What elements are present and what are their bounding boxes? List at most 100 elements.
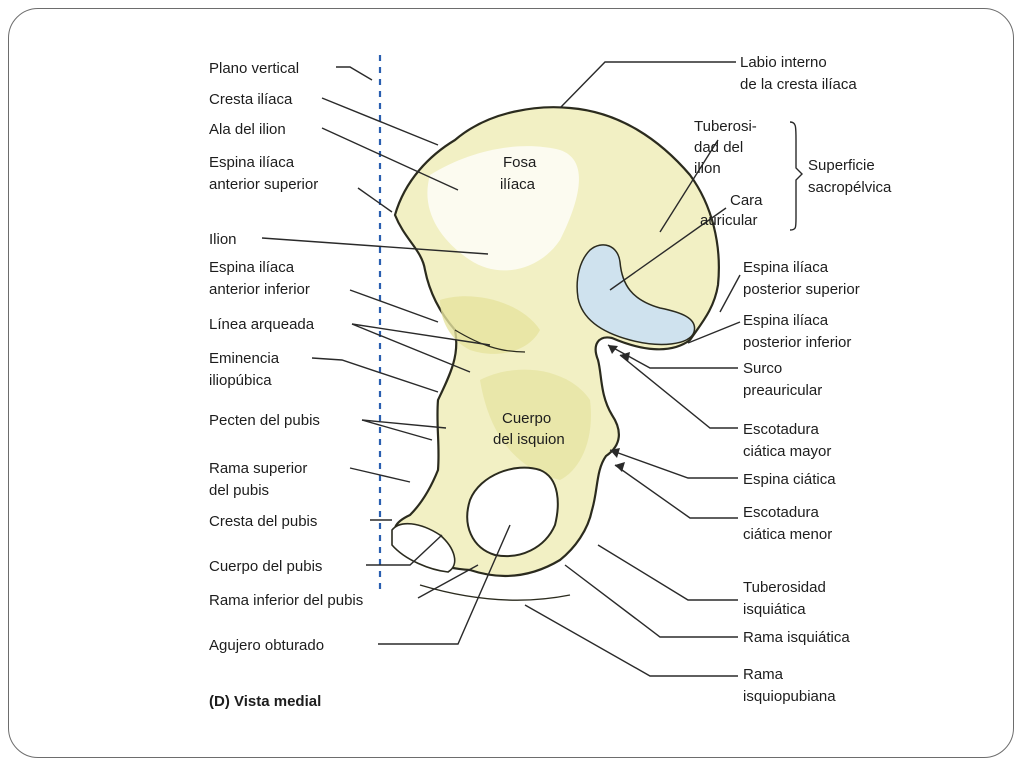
- svg-text:Eminencia: Eminencia: [209, 350, 280, 367]
- svg-text:ilion: ilion: [694, 160, 721, 177]
- svg-text:Espina ilíaca: Espina ilíaca: [743, 259, 829, 276]
- svg-text:Espina ilíaca: Espina ilíaca: [209, 259, 295, 276]
- svg-text:(D) Vista medial: (D) Vista medial: [209, 693, 321, 710]
- label-rama-isquiopubiana-1: Rama: [743, 666, 784, 683]
- label-surco-2: preauricular: [743, 382, 822, 399]
- labels-inner: Tuberosi- dad del ilion Cara auricular F…: [493, 118, 763, 448]
- diagram-caption: (D) Vista medial: [209, 693, 321, 710]
- arcuate-line: [454, 329, 526, 353]
- label-labio-2: de la cresta ilíaca: [740, 76, 857, 93]
- svg-text:isquiática: isquiática: [743, 601, 806, 618]
- labels-right: Labio interno de la cresta ilíaca Superf…: [740, 54, 892, 705]
- svg-text:isquiopubiana: isquiopubiana: [743, 688, 836, 705]
- svg-text:Cresta del pubis: Cresta del pubis: [209, 513, 317, 530]
- label-eips-1: Espina ilíaca: [743, 259, 829, 276]
- label-tuberosidad-ilion-2: dad del: [694, 139, 743, 156]
- pubic-body-face: [391, 522, 456, 573]
- svg-text:Espina ciática: Espina ciática: [743, 471, 836, 488]
- label-ala-ilion: Ala del ilion: [209, 121, 286, 138]
- svg-text:Espina ilíaca: Espina ilíaca: [209, 154, 295, 171]
- svg-text:posterior inferior: posterior inferior: [743, 334, 851, 351]
- label-superficie-2: sacropélvica: [808, 179, 892, 196]
- obturator-foramen: [466, 466, 559, 558]
- label-pecten: Pecten del pubis: [209, 412, 320, 429]
- label-eiai-2: anterior inferior: [209, 281, 310, 298]
- label-cuerpo-isquion-1: Cuerpo: [502, 410, 551, 427]
- label-agujero: Agujero obturado: [209, 637, 324, 654]
- label-eminencia-1: Eminencia: [209, 350, 280, 367]
- svg-text:ilíaca: ilíaca: [500, 176, 536, 193]
- svg-text:Cresta ilíaca: Cresta ilíaca: [209, 91, 293, 108]
- svg-text:Fosa: Fosa: [503, 154, 537, 171]
- svg-text:Rama inferior del pubis: Rama inferior del pubis: [209, 592, 363, 609]
- label-surco-1: Surco: [743, 360, 782, 377]
- label-eminencia-2: iliopúbica: [209, 372, 272, 389]
- label-rama-inferior: Rama inferior del pubis: [209, 592, 363, 609]
- label-eias-1: Espina ilíaca: [209, 154, 295, 171]
- leader-lines-left: [261, 66, 511, 645]
- arrowheads: [608, 345, 630, 472]
- label-escotadura-menor-1: Escotadura: [743, 504, 820, 521]
- svg-text:Ilion: Ilion: [209, 231, 237, 248]
- svg-text:ciática menor: ciática menor: [743, 526, 832, 543]
- svg-text:Cuerpo: Cuerpo: [502, 410, 551, 427]
- inferior-outline: [419, 584, 571, 601]
- label-eiai-1: Espina ilíaca: [209, 259, 295, 276]
- label-ilion: Ilion: [209, 231, 237, 248]
- label-tuberosidad-isq-2: isquiática: [743, 601, 806, 618]
- label-rama-superior-1: Rama superior: [209, 460, 307, 477]
- svg-text:Ala del ilion: Ala del ilion: [209, 121, 286, 138]
- label-eipi-2: posterior inferior: [743, 334, 851, 351]
- label-rama-superior-2: del pubis: [209, 482, 269, 499]
- labels-left: Plano vertical Cresta ilíaca Ala del ili…: [209, 60, 363, 654]
- svg-text:posterior superior: posterior superior: [743, 281, 860, 298]
- svg-text:Rama isquiática: Rama isquiática: [743, 629, 850, 646]
- svg-text:del pubis: del pubis: [209, 482, 269, 499]
- label-plano-vertical: Plano vertical: [209, 60, 299, 77]
- iliac-fossa-shade: [427, 146, 579, 271]
- svg-text:sacropélvica: sacropélvica: [808, 179, 892, 196]
- label-tuberosidad-isq-1: Tuberosidad: [743, 579, 826, 596]
- label-superficie-1: Superficie: [808, 157, 875, 174]
- label-escotadura-mayor-1: Escotadura: [743, 421, 820, 438]
- leader-lines-right: [524, 61, 803, 677]
- svg-text:Rama superior: Rama superior: [209, 460, 307, 477]
- label-eipi-1: Espina ilíaca: [743, 312, 829, 329]
- svg-text:Línea arqueada: Línea arqueada: [209, 316, 315, 333]
- svg-text:Tuberosidad: Tuberosidad: [743, 579, 826, 596]
- svg-text:del isquion: del isquion: [493, 431, 565, 448]
- svg-text:preauricular: preauricular: [743, 382, 822, 399]
- label-linea-arqueada: Línea arqueada: [209, 316, 315, 333]
- label-rama-isq: Rama isquiática: [743, 629, 850, 646]
- ilium-shade: [440, 296, 540, 354]
- auricular-surface: [576, 244, 696, 346]
- label-cresta-iliaca: Cresta ilíaca: [209, 91, 293, 108]
- label-tuberosidad-ilion-3: ilion: [694, 160, 721, 177]
- svg-text:Cara: Cara: [730, 192, 763, 209]
- label-labio-1: Labio interno: [740, 54, 827, 71]
- label-cresta-pubis: Cresta del pubis: [209, 513, 317, 530]
- hip-bone-illustration: [391, 106, 720, 601]
- svg-text:auricular: auricular: [700, 212, 758, 229]
- svg-text:anterior superior: anterior superior: [209, 176, 318, 193]
- label-fosa-iliaca-1: Fosa: [503, 154, 537, 171]
- svg-text:Escotadura: Escotadura: [743, 504, 820, 521]
- label-fosa-iliaca-2: ilíaca: [500, 176, 536, 193]
- label-escotadura-menor-2: ciática menor: [743, 526, 832, 543]
- svg-text:Surco: Surco: [743, 360, 782, 377]
- svg-text:anterior inferior: anterior inferior: [209, 281, 310, 298]
- svg-text:iliopúbica: iliopúbica: [209, 372, 272, 389]
- label-espina-ciatica: Espina ciática: [743, 471, 836, 488]
- svg-text:de la cresta ilíaca: de la cresta ilíaca: [740, 76, 857, 93]
- label-escotadura-mayor-2: ciática mayor: [743, 443, 831, 460]
- svg-text:Plano vertical: Plano vertical: [209, 60, 299, 77]
- svg-text:dad del: dad del: [694, 139, 743, 156]
- svg-text:ciática mayor: ciática mayor: [743, 443, 831, 460]
- svg-text:Escotadura: Escotadura: [743, 421, 820, 438]
- label-cara-auricular-2: auricular: [700, 212, 758, 229]
- label-cuerpo-pubis: Cuerpo del pubis: [209, 558, 322, 575]
- label-eias-2: anterior superior: [209, 176, 318, 193]
- svg-text:Cuerpo del pubis: Cuerpo del pubis: [209, 558, 322, 575]
- svg-text:Agujero obturado: Agujero obturado: [209, 637, 324, 654]
- svg-text:Tuberosi-: Tuberosi-: [694, 118, 757, 135]
